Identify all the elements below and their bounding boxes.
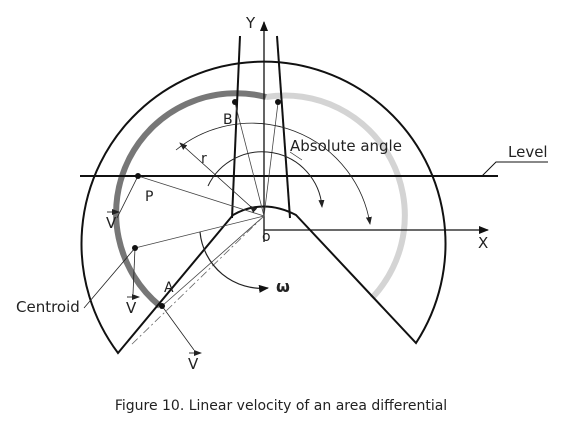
strip-right-line — [276, 35, 291, 219]
level-label: Level — [508, 143, 548, 161]
velocity-line-a — [161, 305, 195, 351]
y-axis-label: Y — [245, 14, 256, 32]
point-p-dot — [135, 173, 141, 179]
dark-arc-band — [113, 90, 267, 309]
centroid-dot — [132, 245, 138, 251]
radial-to-b2 — [263, 102, 279, 217]
omega-rotation-arc — [199, 231, 269, 293]
velocity-label-a: V — [188, 355, 199, 373]
point-a-label: A — [164, 280, 174, 296]
radial-to-p — [137, 175, 265, 217]
point-a-dot — [159, 303, 165, 309]
outer-body-outline — [80, 60, 447, 355]
radial-to-a — [161, 215, 265, 307]
figure-caption: Figure 10. Linear velocity of an area di… — [114, 398, 448, 414]
point-p-label: P — [145, 189, 153, 205]
light-arc-band — [265, 92, 408, 301]
radius-label: r — [201, 151, 207, 167]
velocity-line-p — [116, 175, 139, 219]
level-leader — [481, 161, 548, 177]
centroid-label: Centroid — [16, 298, 80, 316]
velocity-label-p: V — [106, 214, 117, 232]
radial-to-centroid — [134, 215, 265, 249]
origin-label: o — [262, 229, 271, 245]
point-b-dot — [232, 99, 238, 105]
velocity-label-centroid: V — [126, 299, 137, 317]
centroid-leader — [83, 247, 136, 309]
point-b-label: B — [223, 112, 233, 128]
omega-label: ω — [276, 277, 290, 296]
velocity-line-centroid — [132, 247, 136, 295]
x-axis-label: X — [478, 234, 488, 252]
dash-dot-line — [129, 215, 265, 347]
absolute-angle-label: Absolute angle — [290, 137, 402, 155]
radial-to-b — [234, 102, 265, 217]
point-b2-dot — [275, 99, 281, 105]
inner-rotation-arc — [207, 151, 325, 208]
absolute-angle-leader — [289, 151, 303, 161]
absolute-angle-arc — [175, 122, 372, 225]
